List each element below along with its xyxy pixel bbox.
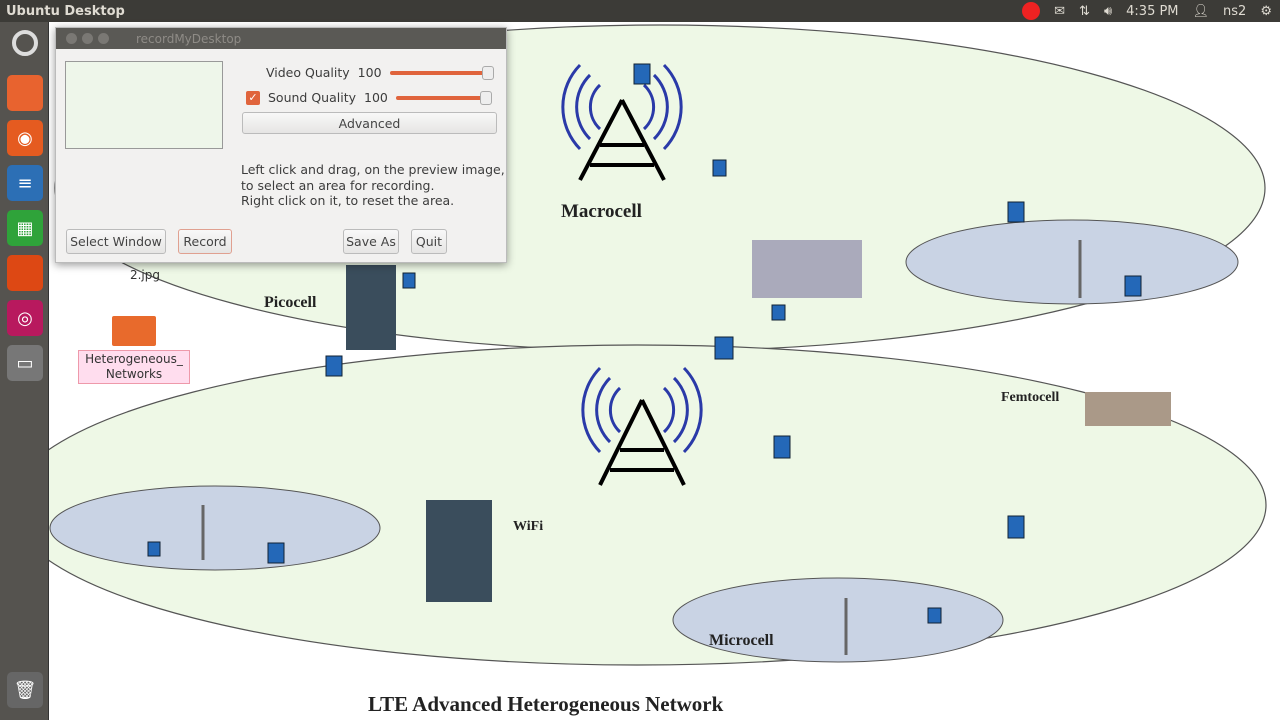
user-icon[interactable]: 👤︎ [1192,3,1210,19]
software-center-icon[interactable] [7,255,43,291]
microcell-coverage [672,577,1004,663]
help-line: Left click and drag, on the preview imag… [241,162,505,177]
file-label: 2.jpg [129,268,161,282]
microcell-label: Microcell [709,632,774,649]
small-tower-icons [201,240,1082,655]
advanced-button[interactable]: Advanced [242,112,497,134]
dialog-title: recordMyDesktop [136,31,242,46]
desktop-folder-heterogeneous-networks[interactable]: Heterogeneous_ Networks [78,316,190,384]
maximize-button[interactable] [98,33,109,44]
sound-quality-slider[interactable] [395,90,492,105]
picocell-label: Picocell [264,294,317,311]
folder-label: Heterogeneous_ Networks [78,350,190,384]
record-button[interactable]: Record [178,229,232,254]
sound-checkbox[interactable]: ✓ [246,90,260,105]
writer-icon[interactable]: ≡ [7,165,43,201]
sound-quality-value: 100 [364,90,388,105]
trash-icon[interactable]: 🗑︎ [7,672,43,708]
femtocell-coverage [905,219,1239,305]
sound-quality-label: Sound Quality [268,90,357,105]
clock[interactable]: 4:35 PM [1126,3,1179,19]
video-quality-label: Video Quality [266,65,350,80]
save-as-button[interactable]: Save As [343,229,399,254]
workspace-switcher-icon[interactable]: ▭ [7,345,43,381]
help-text: Left click and drag, on the preview imag… [241,162,505,209]
system-settings-icon[interactable]: ◎ [7,300,43,336]
video-quality-value: 100 [357,65,382,80]
preview-image[interactable] [65,61,223,149]
recordmydesktop-window: recordMyDesktop Video Quality 100 ✓ Soun… [55,27,507,263]
user-name[interactable]: ns2 [1223,3,1247,19]
network-icon[interactable]: ⇅ [1079,3,1090,19]
files-icon[interactable] [7,75,43,111]
desktop-file-2jpg[interactable]: 2.jpg [110,268,180,282]
wifi-label: WiFi [513,519,543,534]
ubuntu-dash-icon[interactable] [12,30,38,56]
phone-icons [147,63,1142,624]
title-bar[interactable]: recordMyDesktop [56,28,506,49]
help-line: Right click on it, to reset the area. [241,193,455,208]
quit-button[interactable]: Quit [411,229,447,254]
top-panel: Ubuntu Desktop ✉ ⇅ 🔊︎ 4:35 PM 👤︎ ns2 ⚙ [0,0,1280,22]
help-line: to select an area for recording. [241,177,435,193]
small-cell-coverage [49,485,381,571]
select-window-button[interactable]: Select Window [66,229,166,254]
macro-tower-icon [578,99,686,486]
minimize-button[interactable] [82,33,93,44]
femtocell-label: Femtocell [1001,390,1059,405]
macrocell-label: Macrocell [561,201,642,222]
record-indicator-icon[interactable] [1022,2,1041,20]
firefox-icon[interactable]: ◉ [7,120,43,156]
folder-icon [112,316,156,346]
close-button[interactable] [66,33,77,44]
radio-waves-icon [561,63,703,454]
diagram-title: LTE Advanced Heterogeneous Network [368,692,724,716]
volume-icon[interactable]: 🔊︎ [1103,3,1113,19]
building-icons [346,240,1171,602]
launcher: ◉ ≡ ▦ ◎ ▭ 🗑︎ [0,22,49,720]
window-title: Ubuntu Desktop [6,3,125,19]
mail-icon[interactable]: ✉ [1054,3,1066,19]
video-quality-slider[interactable] [389,65,494,80]
calc-icon[interactable]: ▦ [7,210,43,246]
power-gear-icon[interactable]: ⚙ [1260,3,1272,19]
